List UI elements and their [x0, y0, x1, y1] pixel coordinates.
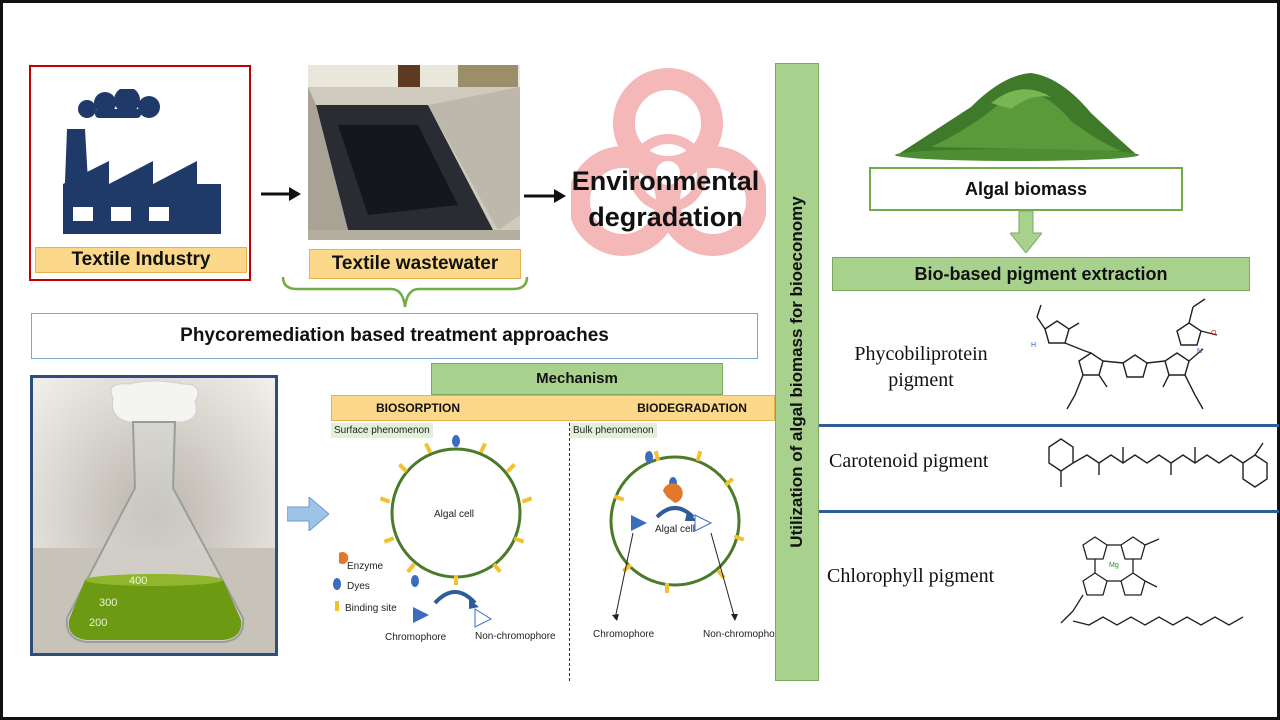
- pigment-divider-1: [819, 424, 1279, 427]
- bracket-icon: [281, 276, 529, 308]
- arrow-down-icon: [1010, 211, 1042, 253]
- algal-cell-label-1: Algal cell: [434, 509, 474, 520]
- biohazard-icon: [571, 68, 766, 256]
- svg-text:H: H: [1031, 342, 1036, 349]
- svg-text:N: N: [1197, 348, 1202, 355]
- svg-text:Mg: Mg: [1109, 562, 1119, 569]
- block-arrow-right-icon: [287, 497, 329, 531]
- bioeconomy-label: Utilization of algal biomass for bioecon…: [787, 196, 806, 548]
- phyco-line-2: pigment: [888, 369, 954, 391]
- arrow-right-icon: [261, 187, 301, 201]
- pigment-extraction-box: Bio-based pigment extraction: [832, 257, 1250, 291]
- mechanism-illustration: Algal cell Enzyme Dyes Binding site Chro…: [333, 435, 775, 643]
- wastewater-photo: [308, 65, 520, 240]
- flask-photo: 400 300 200: [33, 378, 275, 653]
- mechanism-divider: [569, 423, 570, 681]
- legend-binding-site: Binding site: [345, 603, 397, 614]
- phycobiliprotein-label: Phycobiliprotein pigment: [833, 341, 1009, 393]
- chromophore-label-1: Chromophore: [385, 632, 447, 643]
- chromophore-label-2: Chromophore: [593, 629, 655, 640]
- factory-icon: [63, 89, 221, 234]
- algal-biomass-box: Algal biomass: [869, 167, 1183, 211]
- algal-cell-biodegradation: [609, 455, 741, 587]
- textile-industry-box: Textile Industry: [29, 65, 251, 281]
- biodegradation-heading: BIODEGRADATION: [637, 401, 747, 415]
- textile-industry-label: Textile Industry: [35, 247, 247, 273]
- legend-enzyme: Enzyme: [347, 561, 384, 572]
- flask-photo-frame: 400 300 200: [30, 375, 278, 656]
- carotenoid-structure: [1048, 438, 1268, 488]
- algal-cell-label-2: Algal cell: [655, 524, 695, 535]
- pigment-divider-2: [819, 510, 1279, 513]
- arrow-right-icon-2: [524, 189, 566, 203]
- phycoremediation-box: Phycoremediation based treatment approac…: [31, 313, 758, 359]
- non-chromophore-label-1: Non-chromophore: [475, 631, 556, 642]
- flask-mark-400: 400: [129, 575, 147, 587]
- bioeconomy-bar: [775, 63, 819, 681]
- surface-phenomenon-label: Surface phenomenon: [331, 423, 433, 438]
- degradation-line-2: degradation: [588, 202, 743, 232]
- non-chromophore-label-2: Non-chromophore: [703, 629, 775, 640]
- chlorophyll-label: Chlorophyll pigment: [827, 565, 995, 587]
- mechanism-header: Mechanism: [431, 363, 723, 395]
- degradation-line-1: Environmental: [571, 166, 760, 196]
- bulk-phenomenon-label: Bulk phenomenon: [570, 423, 657, 438]
- svg-text:O: O: [1211, 330, 1217, 337]
- carotenoid-label: Carotenoid pigment: [829, 450, 989, 472]
- environmental-degradation-title: Environmental degradation: [563, 163, 768, 235]
- biosorption-heading: BIOSORPTION: [375, 401, 460, 415]
- legend-dyes: Dyes: [347, 581, 370, 592]
- phyco-line-1: Phycobiliprotein: [854, 343, 988, 365]
- algal-biomass-photo: [895, 73, 1139, 161]
- phycobiliprotein-structure: H N O: [1031, 298, 1218, 410]
- flask-mark-300: 300: [99, 597, 117, 609]
- textile-wastewater-label: Textile wastewater: [309, 249, 521, 279]
- chlorophyll-structure: Mg: [1060, 536, 1244, 626]
- flask-mark-200: 200: [89, 617, 107, 629]
- mechanism-band: [331, 395, 775, 421]
